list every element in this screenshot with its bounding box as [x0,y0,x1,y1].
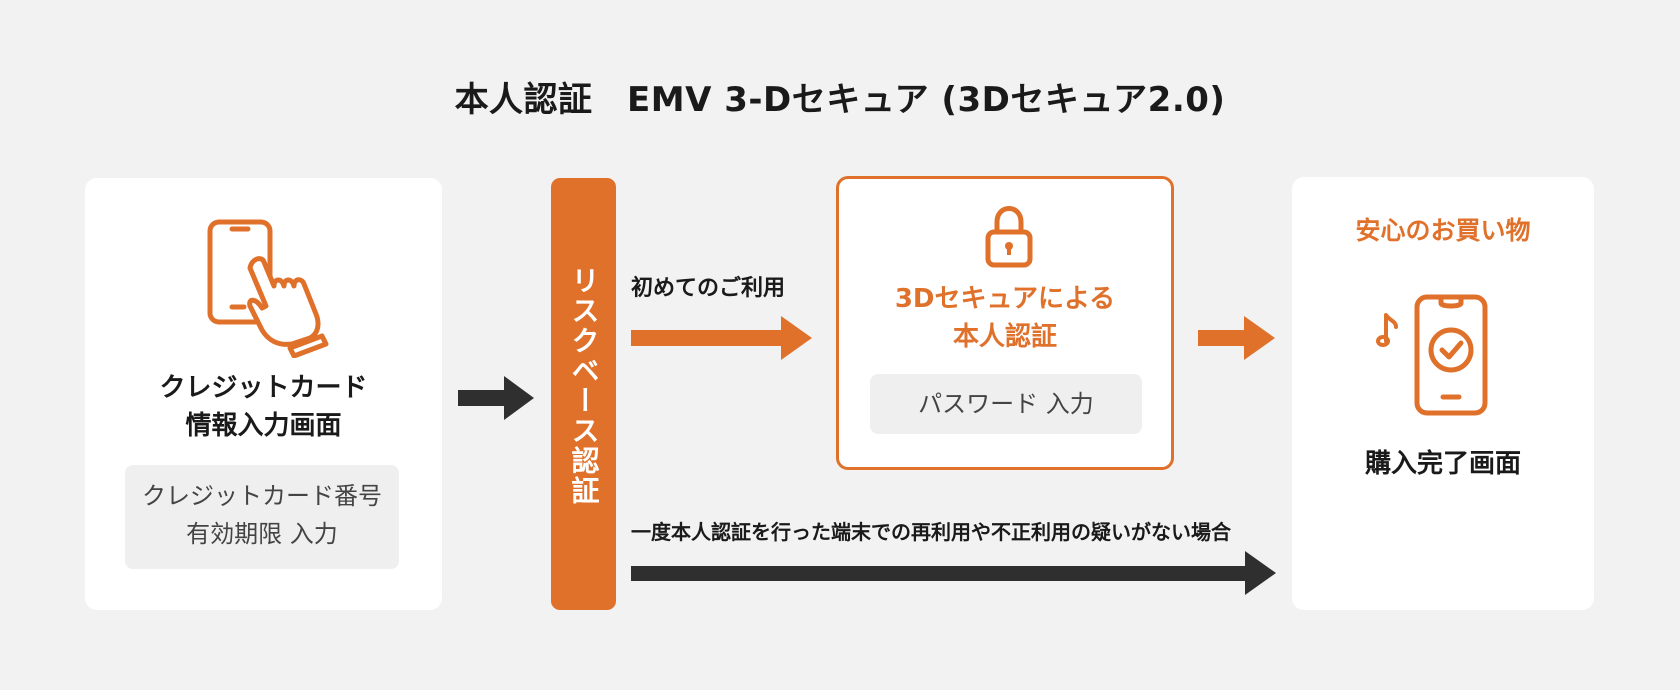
bypass-label: 一度本人認証を行った端末での再利用や不正利用の疑いがない場合 [631,520,1231,544]
card-info-input-box: クレジットカード番号 有効期限 入力 [125,465,399,569]
step2-title-line2: 本人認証 [952,322,1057,352]
expiry-label: 有効期限 入力 [186,520,338,548]
card-number-label: クレジットカード番号 [142,482,382,510]
step-card-purchase-complete: 安心のお買い物 購入完了画面 [1292,177,1594,610]
arrow-to-risk [458,376,534,420]
step2-title-line1: 3Dセキュアによる [894,284,1116,314]
arrow-to-complete [1198,316,1275,360]
music-note-icon [1376,313,1398,347]
risk-label: リスクベース認証 [567,266,601,506]
phone-check-icon [1414,294,1488,416]
step1-title-line1: クレジットカード [159,373,368,403]
first-use-label: 初めてのご利用 [631,276,786,301]
arrow-bypass [631,551,1276,595]
page-title: 本人認証 EMV 3-Dセキュア (3Dセキュア2.0) [454,80,1226,120]
step1-title-line2: 情報入力画面 [185,411,342,441]
step1-title: クレジットカード 情報入力画面 [85,369,442,445]
arrow-to-3ds [631,316,812,360]
lock-icon [985,206,1033,268]
safe-shopping-heading: 安心のお買い物 [1355,216,1531,245]
phone-tap-icon [207,219,329,358]
step3-title: 購入完了画面 [1364,449,1521,479]
step-card-3ds-auth: 3Dセキュアによる 本人認証 パスワード 入力 [836,176,1174,470]
step2-title: 3Dセキュアによる 本人認証 [839,280,1171,356]
password-input-box: パスワード 入力 [870,374,1142,434]
risk-based-auth-bar: リスクベース認証 [551,178,616,610]
step-card-card-input: クレジットカード 情報入力画面 クレジットカード番号 有効期限 入力 [85,178,442,610]
